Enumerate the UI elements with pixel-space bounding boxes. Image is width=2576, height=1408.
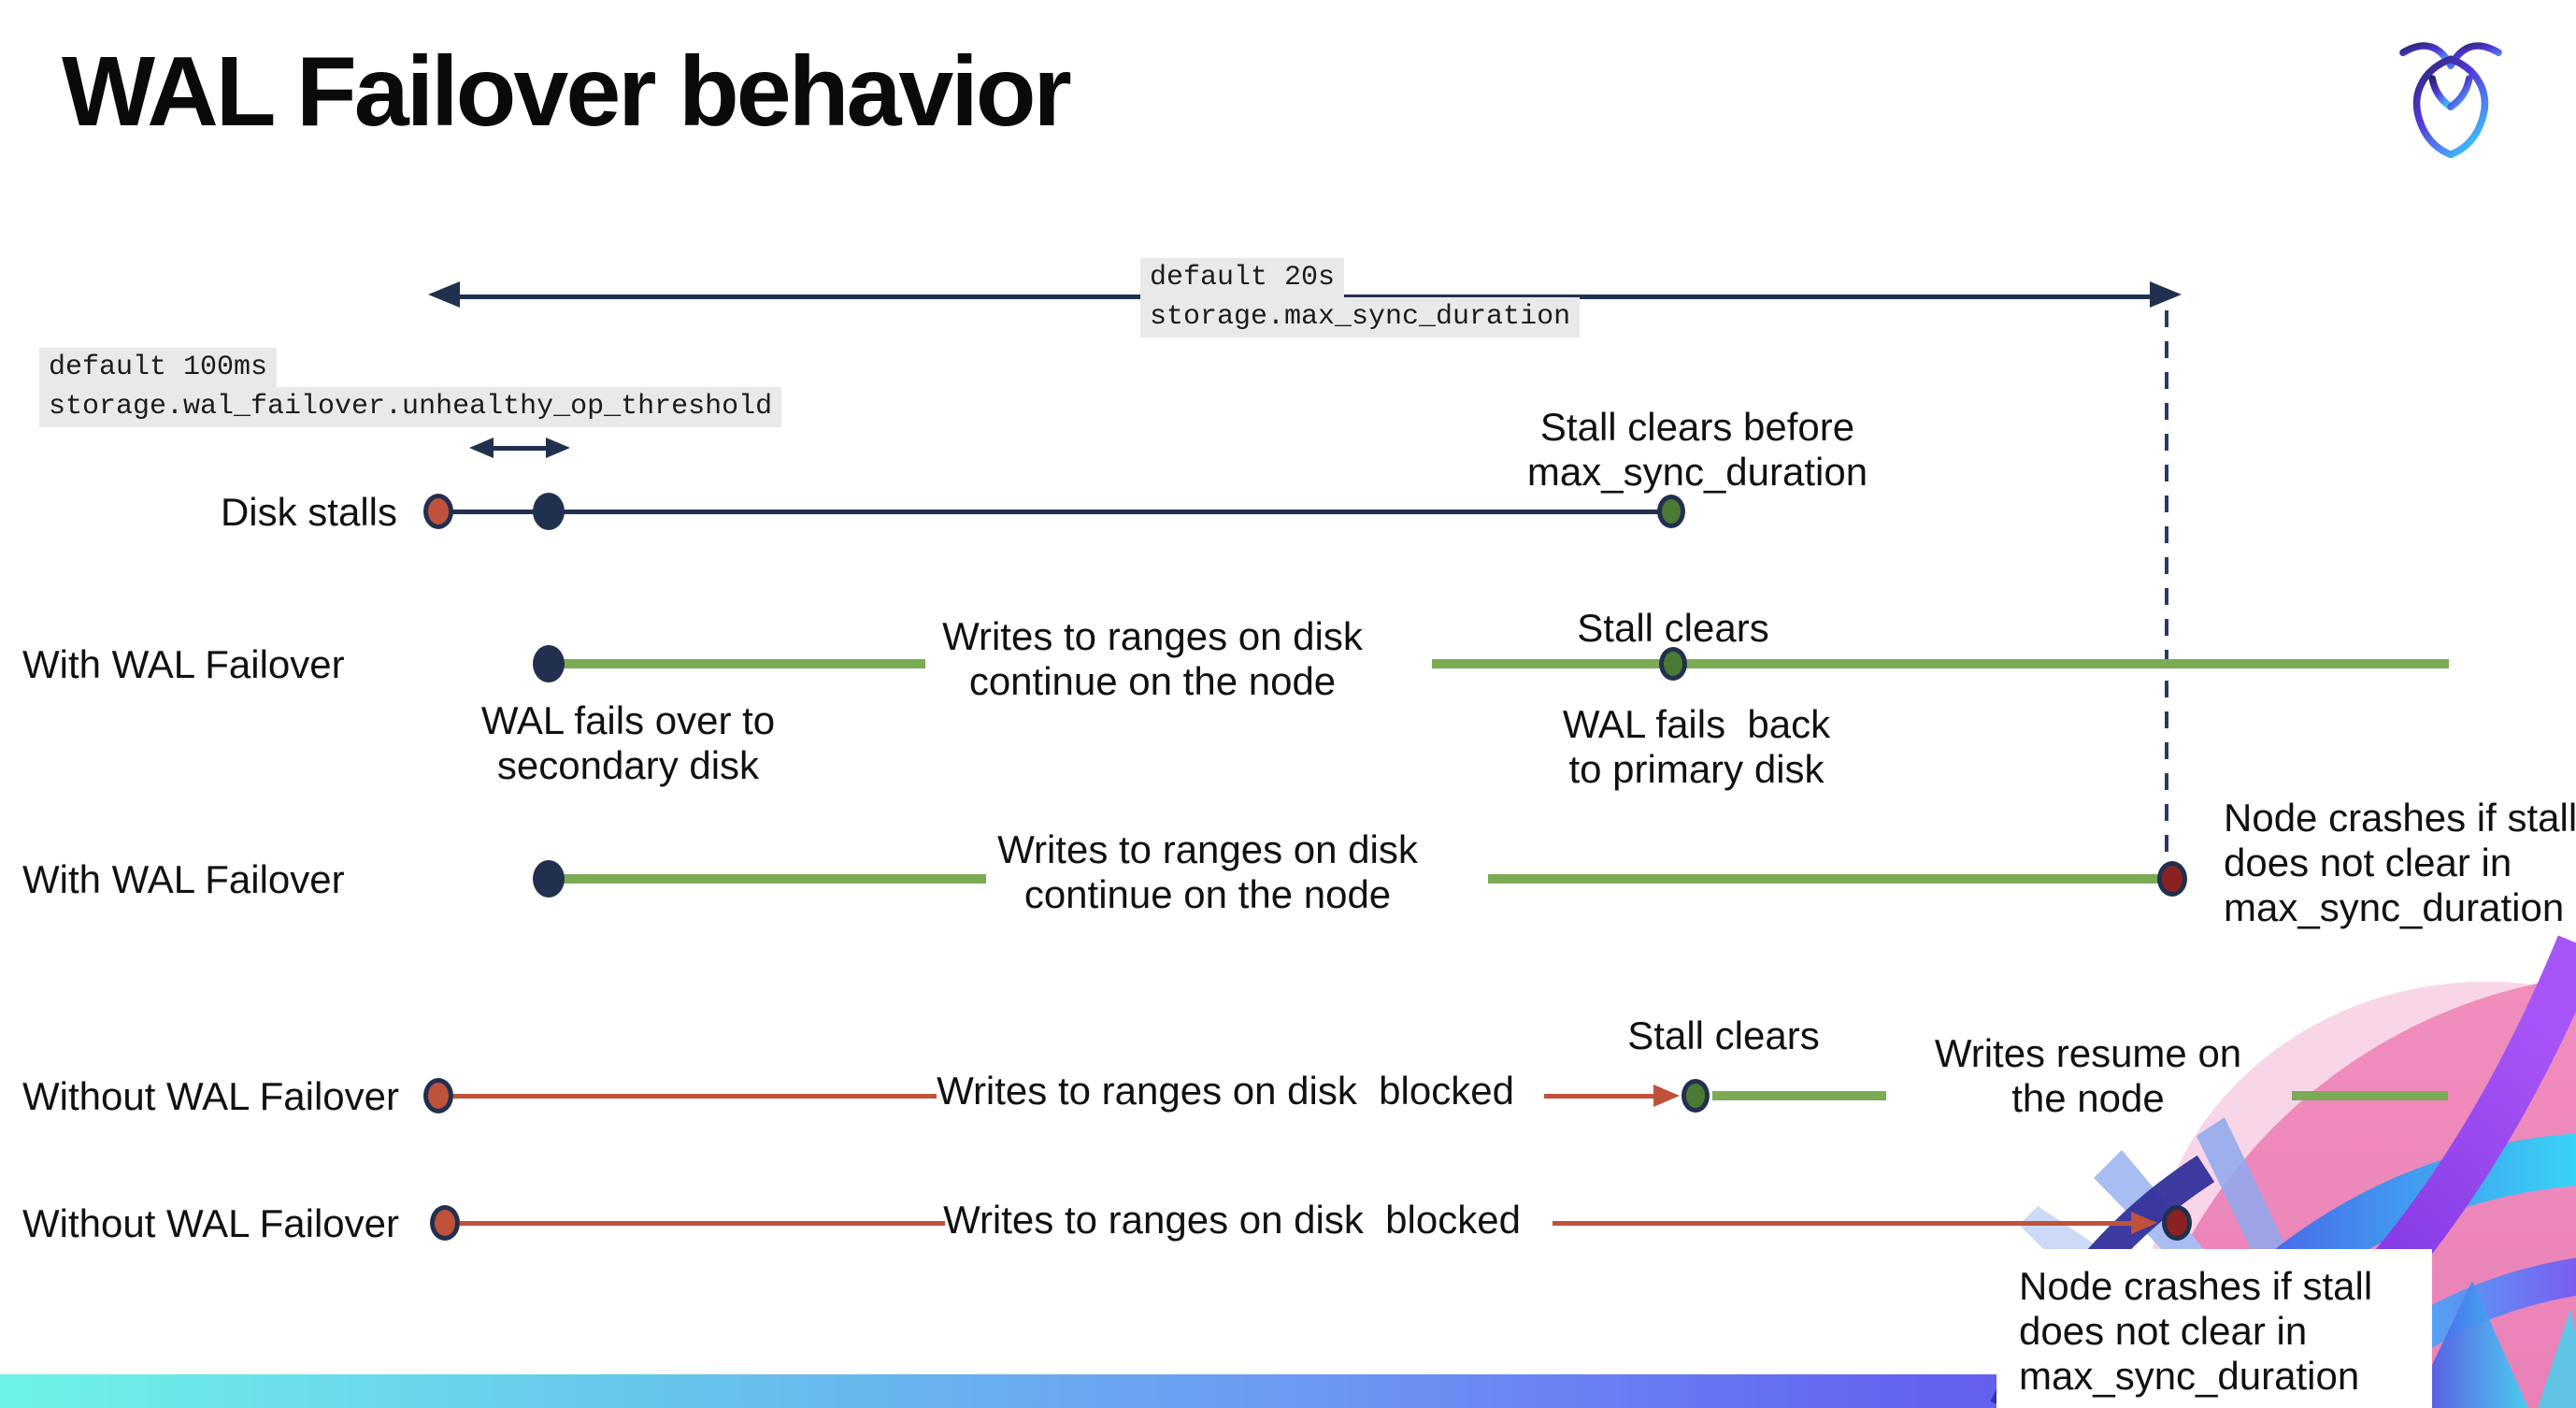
annotation-node-crashes-2: Node crashes if stall does not clear in … — [2019, 1264, 2373, 1398]
annotation-stall-clears-1: Stall clears — [1577, 606, 1769, 650]
writes-blocked-line — [453, 1094, 937, 1099]
arrow-right-icon — [1653, 1085, 1680, 1107]
annotation-writes-continue-1: Writes to ranges on disk continue on the… — [942, 614, 1363, 703]
writes-continue-line — [561, 659, 925, 668]
node-crashes-callout: Node crashes if stall does not clear in … — [1996, 1249, 2432, 1408]
arrow-right-icon — [2131, 1212, 2157, 1234]
arrow-left-icon — [469, 438, 494, 458]
writes-resume-line — [1712, 1091, 1886, 1100]
row-label-with-wal-failover-2: With WAL Failover — [22, 857, 345, 901]
row-label-with-wal-failover-1: With WAL Failover — [22, 642, 345, 686]
row-label-without-wal-failover-2: Without WAL Failover — [22, 1201, 399, 1245]
arrow-left-icon — [428, 281, 460, 308]
disk-stall-timeline-line — [438, 510, 1671, 514]
writes-blocked-arrow-line — [1544, 1094, 1656, 1099]
stall-start-dot — [423, 494, 453, 529]
cockroachdb-logo-icon — [2399, 42, 2502, 159]
writes-blocked-line — [460, 1221, 945, 1226]
writes-resume-line — [2292, 1091, 2448, 1100]
failback-dot — [1659, 647, 1687, 681]
writes-blocked-arrow-line — [1553, 1221, 2131, 1226]
annotation-stall-clears-2: Stall clears — [1627, 1013, 1820, 1057]
annotation-wal-fails-over: WAL fails over to secondary disk — [480, 698, 776, 787]
annotation-node-crashes-1: Node crashes if stall does not clear in … — [2224, 796, 2576, 929]
failover-dot — [533, 645, 565, 682]
annotation-writes-blocked-1: Writes to ranges on disk blocked — [937, 1069, 1514, 1113]
failover-trigger-dot — [533, 493, 565, 530]
writes-continue-line — [561, 874, 986, 884]
failover-dot — [533, 860, 565, 898]
writes-continue-line — [1432, 659, 2449, 668]
annotation-wal-fails-back: WAL fails back to primary disk — [1562, 702, 1831, 791]
stall-start-dot — [430, 1205, 460, 1241]
arrow-right-icon — [2150, 281, 2182, 308]
threshold-setting-label: storage.wal_failover.unhealthy_op_thresh… — [39, 387, 782, 427]
max-sync-deadline-dashed-line — [2165, 310, 2168, 864]
stall-clear-dot — [1682, 1079, 1710, 1113]
max-sync-setting-label: storage.max_sync_duration — [1140, 297, 1581, 338]
row-label-disk-stalls: Disk stalls — [220, 490, 397, 534]
annotation-writes-continue-2: Writes to ranges on disk continue on the… — [997, 827, 1418, 916]
threshold-arrow-line — [480, 446, 559, 451]
node-crash-dot — [2162, 1205, 2192, 1241]
max-sync-default-label: default 20s — [1140, 258, 1345, 298]
row-label-without-wal-failover-1: Without WAL Failover — [22, 1074, 399, 1118]
stall-start-dot — [423, 1078, 453, 1113]
annotation-stall-clears-before: Stall clears before max_sync_duration — [1526, 405, 1868, 494]
stall-clear-dot — [1657, 495, 1685, 528]
threshold-default-label: default 100ms — [39, 348, 278, 388]
page-title: WAL Failover behavior — [62, 36, 1072, 147]
writes-continue-line — [1488, 874, 2161, 884]
annotation-writes-resume: Writes resume on the node — [1934, 1031, 2242, 1120]
node-crash-dot — [2157, 861, 2187, 897]
annotation-writes-blocked-2: Writes to ranges on disk blocked — [943, 1198, 1521, 1242]
arrow-right-icon — [546, 438, 570, 458]
